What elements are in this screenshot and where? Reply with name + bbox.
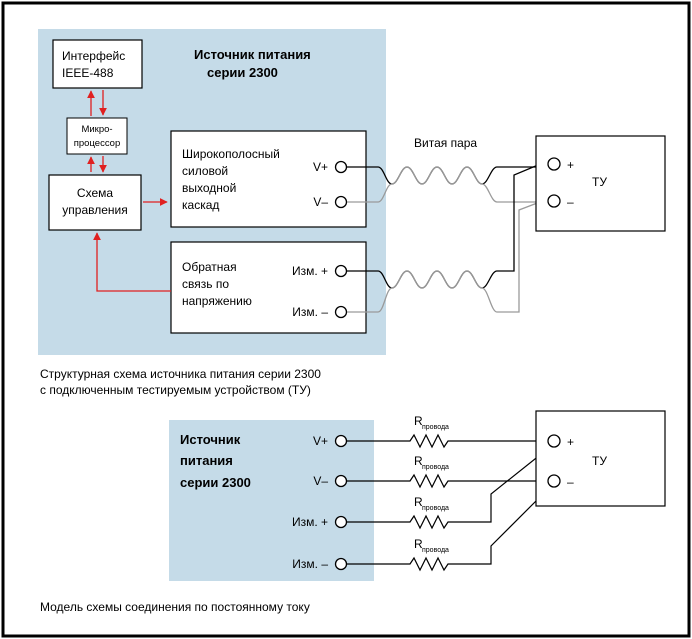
dc-model-diagram: Источник питания серии 2300 V+ V– Изм. +… [40,410,666,614]
r1-label: R [414,414,423,428]
interface-label-1: Интерфейс [62,49,125,63]
ps-title-line1: Источник питания [194,47,311,62]
terminal-sense-minus [334,305,348,319]
r3-sub: провода [422,505,449,512]
terminal-v-plus [334,160,348,174]
feedback-label-3: напряжению [182,294,252,308]
control-label-1: Схема [77,186,113,200]
dut-minus-label: – [567,195,574,209]
terminal-v-minus [334,195,348,209]
r3-label: R [414,495,423,509]
interface-block: Интерфейс IEEE-488 [52,39,143,89]
dut2-label: ТУ [592,454,607,468]
feedback-label-2: связь по [182,277,229,291]
dut-block-2: + – ТУ [535,410,666,507]
micro-label-2: процессор [74,138,121,149]
r2-label: R [414,454,423,468]
ps2-sense-minus-label: Изм. – [292,557,328,571]
twisted-pair-sense [377,159,554,313]
output-label-3: выходной [182,181,236,195]
microprocessor-block: Микро- процессор [66,117,128,155]
sense-minus-label: Изм. – [292,305,328,319]
wire-resistors [347,433,553,572]
feedback-label-1: Обратная [182,260,237,274]
ps-title-line2: серии 2300 [207,65,278,80]
micro-label-1: Микро- [81,124,112,135]
output-stage-block: Широкополосный силовой выходной каскад V… [170,130,367,228]
sense-plus-label: Изм. + [292,264,328,278]
r4-sub: провода [422,547,449,554]
dut-block-1: + – ТУ [535,135,666,232]
ps2-title-3: серии 2300 [180,475,251,490]
twisted-pair-power [377,166,548,203]
r1-sub: провода [422,424,449,431]
dut-terminal-minus [547,194,561,208]
caption-dc-model: Модель схемы соединения по постоянному т… [40,600,310,614]
feedback-block: Обратная связь по напряжению Изм. + Изм.… [170,241,367,334]
ps2-title-1: Источник [180,432,241,447]
r2-sub: провода [422,464,449,471]
ps2-sense-plus-label: Изм. + [292,515,328,529]
resistor-labels: R провода R провода R провода R провода [414,414,449,554]
dut-plus-label: + [567,158,574,172]
v-minus-label: V– [313,195,328,209]
dut-terminal-plus [547,157,561,171]
twisted-pair-label: Витая пара [414,136,477,150]
v-plus-label: V+ [313,160,328,174]
output-label-4: каскад [182,198,219,212]
interface-label-2: IEEE-488 [62,66,114,80]
ps2-terminals [334,434,348,571]
caption-line-2: с подключенным тестируемым устройством (… [40,383,311,397]
output-label-2: силовой [182,164,228,178]
ps2-v-plus-label: V+ [313,434,328,448]
caption-line-1: Структурная схема источника питания сери… [40,367,321,381]
terminal-sense-plus [334,264,348,278]
control-block: Схема управления [48,174,142,231]
dut2-minus-label: – [567,475,574,489]
output-label-1: Широкополосный [182,147,280,161]
control-label-2: управления [62,203,127,217]
dut2-plus-label: + [567,435,574,449]
signal-arrows [87,90,171,292]
dut-label: ТУ [592,175,607,189]
block-diagram: Источник питания серии 2300 Интерфейс IE… [38,29,666,397]
r4-label: R [414,537,423,551]
ps2-v-minus-label: V– [313,474,328,488]
terminals [334,160,348,319]
ps2-title-2: питания [180,453,233,468]
